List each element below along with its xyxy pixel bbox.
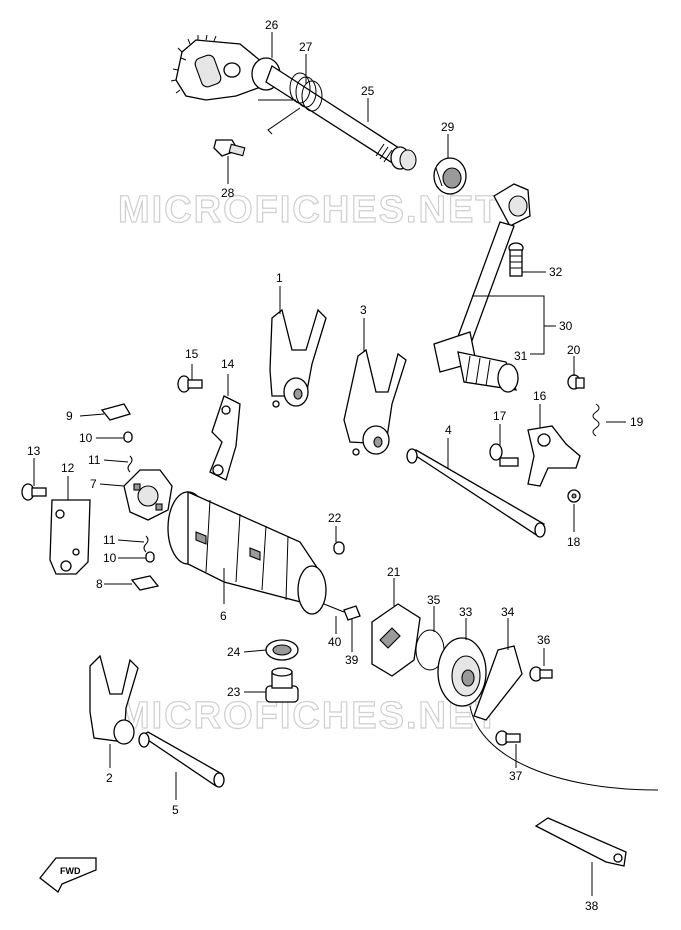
callout-labels: 26 27 25 29 28 32 30 31 1 3 15 14 9 10 1… xyxy=(27,18,644,913)
pedal-rubber-part xyxy=(457,351,519,393)
shift-fork-3-part xyxy=(343,348,407,456)
callout-13: 13 xyxy=(27,444,41,458)
callout-18: 18 xyxy=(567,535,581,549)
fork-shaft-5-part xyxy=(138,731,225,788)
watermark-bottom: MICROFICHES.NET xyxy=(118,695,501,737)
shift-fork-1-part xyxy=(269,308,327,408)
callout-17: 17 xyxy=(493,409,507,423)
callout-16: 16 xyxy=(533,389,547,403)
callout-11-upper: 11 xyxy=(88,453,101,467)
pin-40-part xyxy=(323,603,345,613)
callout-10-upper: 10 xyxy=(79,431,93,445)
fwd-arrow-icon: FWD xyxy=(39,857,97,893)
fwd-label: FWD xyxy=(60,866,81,876)
pin-8-part xyxy=(130,575,160,591)
callout-12: 12 xyxy=(61,461,75,475)
callout-25: 25 xyxy=(361,84,375,98)
shift-shaft-part xyxy=(265,65,417,171)
gearshift-cam-part xyxy=(167,490,327,615)
screw-13-part xyxy=(21,483,47,501)
plug-23-part xyxy=(265,667,299,703)
callout-21: 21 xyxy=(387,565,401,579)
callout-6: 6 xyxy=(220,609,227,623)
gear-position-switch-part xyxy=(437,637,659,791)
callout-23: 23 xyxy=(227,685,241,699)
callout-1: 1 xyxy=(276,271,283,285)
gearshift-arm-16-part xyxy=(527,425,581,487)
bolt-32-part xyxy=(508,242,524,277)
pin-10-lower-part xyxy=(145,551,155,563)
callout-20: 20 xyxy=(567,343,581,357)
callout-34: 34 xyxy=(501,605,515,619)
pin-22-part xyxy=(333,541,345,555)
cam-guide-plate-part xyxy=(49,499,91,575)
callout-30: 30 xyxy=(559,319,573,333)
callout-35: 35 xyxy=(427,593,441,607)
callout-24: 24 xyxy=(227,645,241,659)
fork-shaft-4-part xyxy=(406,448,546,538)
callout-28: 28 xyxy=(221,186,235,200)
shift-fork-2-part xyxy=(89,654,139,745)
callout-38: 38 xyxy=(585,899,599,913)
leader-lines xyxy=(33,32,626,896)
callout-22: 22 xyxy=(328,511,342,525)
callout-31: 31 xyxy=(514,349,528,363)
bolt-28-part xyxy=(213,139,246,157)
spring-11-lower-part xyxy=(143,535,149,553)
pin-20-part xyxy=(567,374,585,390)
callout-32: 32 xyxy=(549,265,563,279)
callout-19: 19 xyxy=(630,415,644,429)
pin-10-part xyxy=(123,431,133,443)
switch-cover-part xyxy=(473,645,523,721)
callout-10-lower: 10 xyxy=(103,551,117,565)
screw-37-part xyxy=(495,730,521,746)
callout-14: 14 xyxy=(221,357,235,371)
callout-8: 8 xyxy=(96,577,103,591)
pin-39-part xyxy=(343,605,361,621)
oil-seal-part xyxy=(433,157,467,195)
spring-11-part xyxy=(127,455,133,473)
callout-11-lower: 11 xyxy=(103,533,116,547)
callout-40: 40 xyxy=(328,635,342,649)
screw-15-part xyxy=(177,375,203,393)
callout-33: 33 xyxy=(459,605,473,619)
callout-7: 7 xyxy=(90,477,97,491)
cam-stopper-plate-part xyxy=(209,395,241,481)
bolt-17-part xyxy=(489,443,519,467)
callout-5: 5 xyxy=(172,803,179,817)
spring-19-part xyxy=(592,403,600,437)
callout-9: 9 xyxy=(66,409,73,423)
cam-plate-part xyxy=(371,603,421,677)
pin-9-part xyxy=(100,403,131,421)
callout-15: 15 xyxy=(185,347,199,361)
callout-4: 4 xyxy=(445,423,452,437)
callout-26: 26 xyxy=(265,18,279,32)
callout-36: 36 xyxy=(537,633,551,647)
callout-37: 37 xyxy=(509,769,523,783)
callout-39: 39 xyxy=(345,653,359,667)
clamp-part xyxy=(534,817,627,867)
gear-sector-part xyxy=(170,34,281,101)
watermark-top: MICROFICHES.NET xyxy=(118,189,501,231)
screw-36-part xyxy=(529,666,553,682)
gearshift-lever-part xyxy=(433,183,531,373)
cam-driven-gear-part xyxy=(123,469,173,521)
callout-3: 3 xyxy=(360,303,367,317)
callout-29: 29 xyxy=(441,120,455,134)
callout-27: 27 xyxy=(299,40,313,54)
callout-2: 2 xyxy=(106,771,113,785)
